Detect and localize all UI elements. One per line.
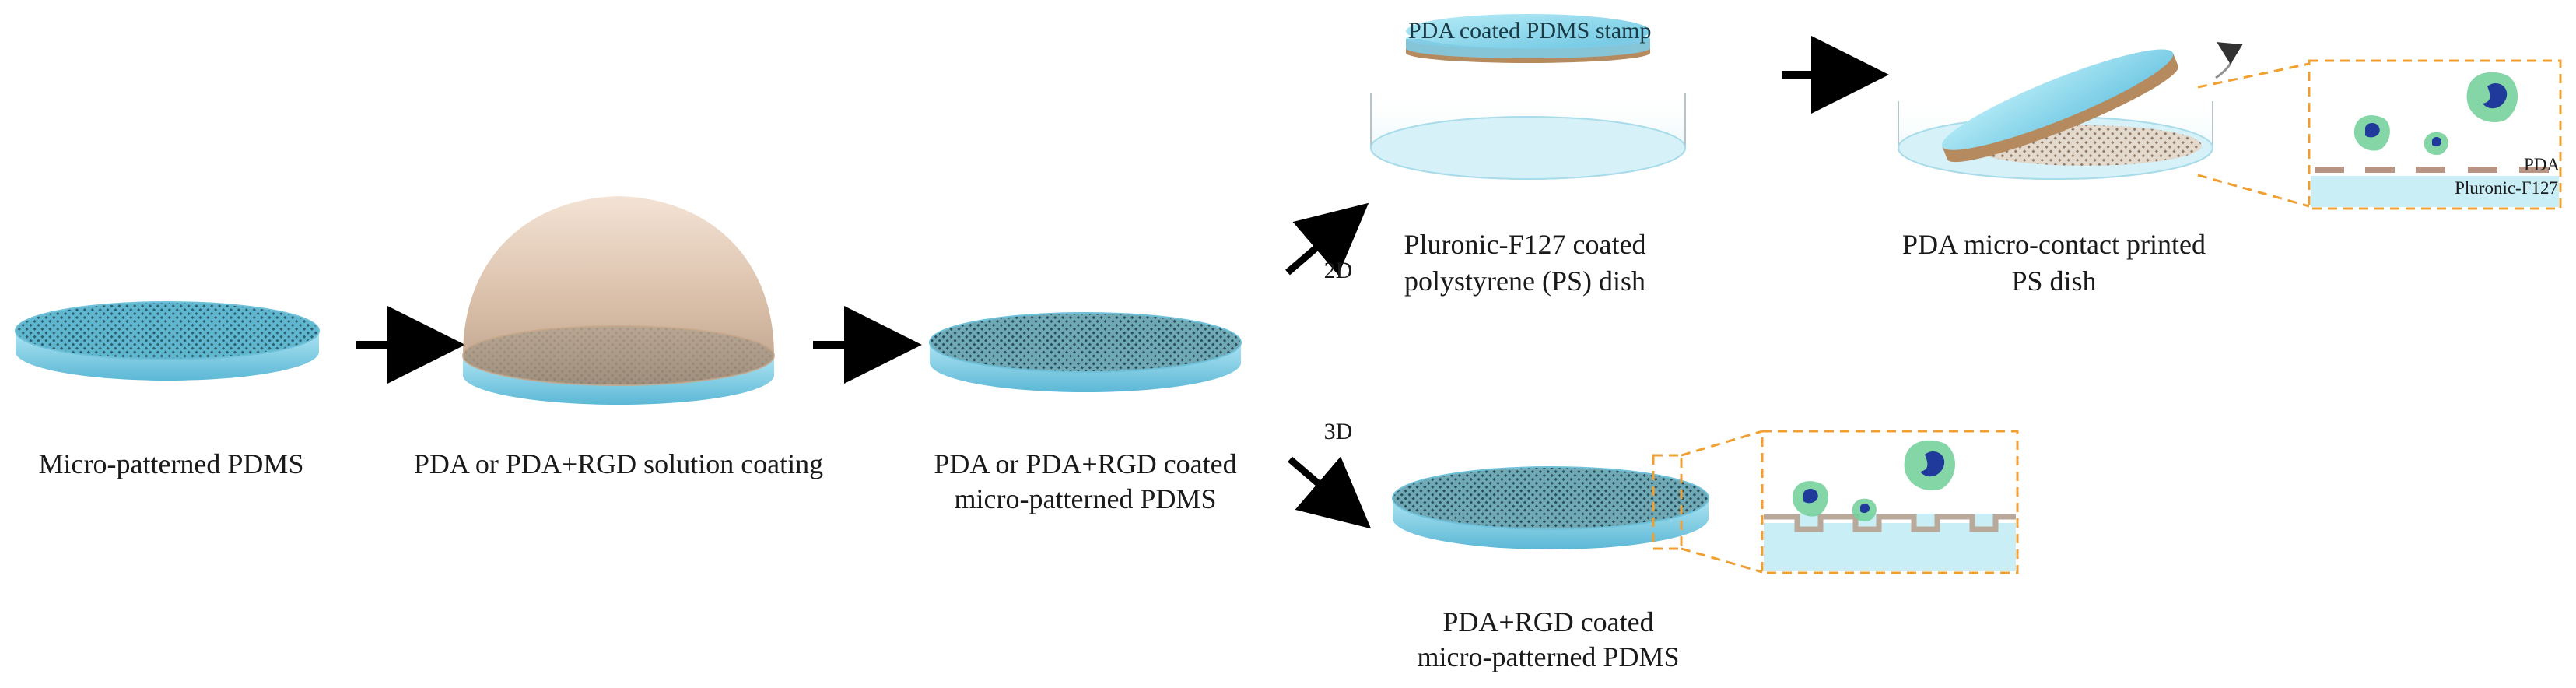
cell-icon — [2424, 132, 2448, 156]
cell-icon — [1792, 481, 1828, 517]
coated-pdms-disc — [929, 312, 1242, 392]
cell-icon — [2353, 115, 2390, 151]
inset-label-pda: PDA — [2523, 155, 2560, 174]
peel-arrow-icon — [2215, 42, 2243, 79]
printed-ps-dish — [1898, 42, 2243, 180]
arrow-2d-branch — [1285, 202, 1369, 276]
label-final-line2: micro-patterned PDMS — [1417, 641, 1680, 672]
inset-label-pluronic: Pluronic-F127 — [2455, 178, 2558, 198]
cell-icon — [1852, 498, 1877, 522]
inset-2d-substrate — [2311, 176, 2559, 207]
cell-icon — [1904, 440, 1956, 491]
arrow-3d-branch — [1288, 456, 1372, 529]
final-pdms-disc — [1392, 466, 1709, 549]
label-stamp: PDA coated PDMS stamp — [1408, 18, 1652, 44]
label-3d-tag: 3D — [1323, 419, 1353, 444]
pdms-stamp — [1406, 14, 1650, 63]
label-micro-patterned-pdms: Micro-patterned PDMS — [38, 448, 304, 479]
label-coated-pdms-line2: micro-patterned PDMS — [954, 483, 1217, 514]
solution-dome — [463, 196, 774, 385]
inset-3d — [1652, 430, 2019, 574]
label-solution-coating: PDA or PDA+RGD solution coating — [413, 448, 824, 479]
solution-coating-disc — [462, 196, 775, 405]
pluronic-dish — [1370, 93, 1686, 180]
label-pluronic-dish-line2: polystyrene (PS) dish — [1404, 265, 1645, 297]
micro-patterned-pdms-disc — [15, 301, 320, 381]
inset-2d — [2197, 59, 2562, 210]
label-pluronic-dish-line1: Pluronic-F127 coated — [1404, 229, 1646, 260]
label-printed-dish-line1: PDA micro-contact printed — [1902, 229, 2206, 260]
cell-icon — [2466, 72, 2518, 123]
label-2d-tag: 2D — [1323, 258, 1353, 283]
label-printed-dish-line2: PS dish — [2011, 265, 2097, 297]
label-final-line1: PDA+RGD coated — [1442, 606, 1654, 637]
tilted-stamp — [1941, 49, 2178, 163]
label-coated-pdms-line1: PDA or PDA+RGD coated — [934, 448, 1237, 479]
inset-3d-substrate — [1764, 514, 2016, 571]
